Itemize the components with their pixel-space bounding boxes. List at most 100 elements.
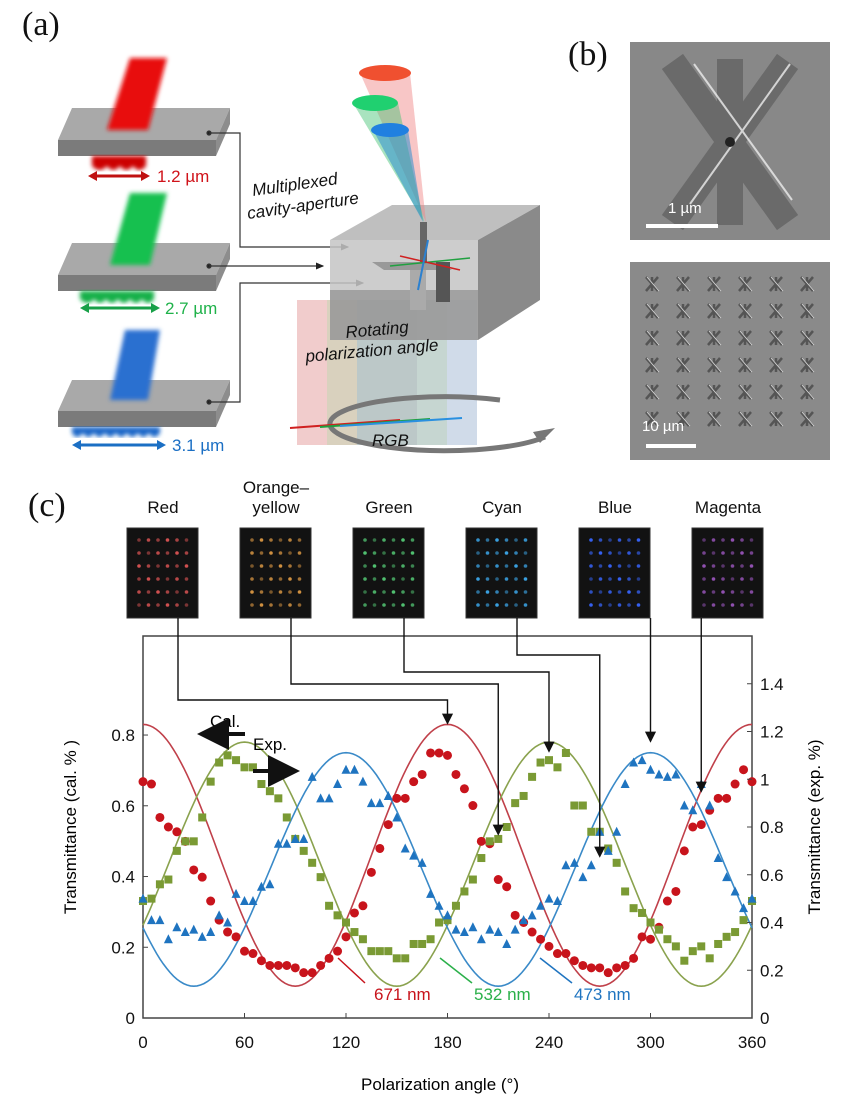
exp-point-473nm — [654, 769, 664, 779]
x-tick-label: 180 — [433, 1033, 461, 1052]
swatch-dot — [476, 538, 480, 542]
swatch-dot — [523, 603, 528, 607]
swatch-dot — [617, 603, 622, 607]
exp-point-473nm — [392, 812, 402, 822]
swatch-dot — [504, 538, 509, 542]
swatch-dot — [175, 538, 179, 542]
exp-point-532nm — [172, 846, 181, 855]
swatch-dot — [627, 590, 631, 594]
pointer-671nm — [337, 957, 366, 984]
swatch-dot — [749, 551, 754, 555]
swatch-dot — [636, 577, 641, 581]
exp-point-671nm — [561, 949, 571, 959]
exp-point-671nm — [189, 865, 199, 875]
exp-point-671nm — [688, 822, 698, 832]
exp-point-532nm — [215, 758, 224, 767]
exp-point-473nm — [552, 896, 562, 906]
swatch-dot — [636, 551, 641, 555]
y-right-tick-label: 0 — [760, 1009, 769, 1028]
exp-point-473nm — [409, 850, 419, 860]
swatch-dot — [721, 590, 725, 594]
swatch-dot — [391, 603, 396, 607]
swatch-arrow-undefined — [403, 618, 555, 753]
swatch-dot — [598, 603, 603, 607]
exp-point-473nm — [476, 934, 486, 944]
slab-blue — [58, 330, 230, 437]
exp-point-671nm — [307, 968, 317, 978]
exp-point-473nm — [231, 888, 241, 898]
exp-point-473nm — [316, 793, 326, 803]
exp-point-671nm — [248, 949, 258, 959]
swatch-dot — [288, 564, 292, 568]
exp-point-671nm — [459, 784, 469, 794]
swatch-dot — [382, 564, 386, 568]
swatch-dot — [627, 564, 631, 568]
exp-point-671nm — [341, 932, 351, 942]
swatch-dot — [721, 564, 725, 568]
swatch-dot — [410, 551, 415, 555]
swatch-dot — [184, 538, 189, 542]
swatch-dot — [288, 551, 292, 555]
exp-point-671nm — [231, 932, 241, 942]
sem-aperture — [800, 330, 814, 346]
exp-point-532nm — [663, 935, 672, 944]
exp-point-473nm — [307, 771, 317, 781]
exp-point-671nm — [324, 953, 334, 963]
exp-point-532nm — [375, 947, 384, 956]
swatch-dot — [598, 577, 603, 581]
exp-point-532nm — [401, 954, 410, 963]
swatch-dot — [617, 551, 622, 555]
x-axis-label: Polarization angle (°) — [361, 1075, 519, 1094]
sem-aperture — [676, 303, 690, 319]
exp-point-532nm — [451, 901, 460, 910]
swatch-dot — [372, 577, 377, 581]
calculated-curve-532nm — [142, 741, 753, 988]
swatch-dot — [269, 564, 273, 568]
swatch-dot — [391, 564, 396, 568]
exp-point-532nm — [333, 911, 342, 920]
sem-aperture — [645, 411, 659, 427]
swatch-dot — [401, 564, 405, 568]
exp-point-473nm — [629, 757, 639, 767]
swatch-dot — [740, 551, 744, 555]
swatch-dot — [410, 603, 415, 607]
swatch-dot — [476, 603, 480, 607]
swatch-dot — [363, 564, 367, 568]
period-label-green: 2.7 µm — [165, 299, 217, 318]
sem-aperture — [707, 384, 721, 400]
period-label-blue: 3.1 µm — [172, 436, 224, 455]
exp-point-671nm — [299, 968, 309, 978]
color-swatch-image — [578, 527, 651, 619]
swatch-dot — [608, 551, 612, 555]
y-right-tick-label: 0.4 — [760, 914, 784, 933]
sem-aperture — [707, 330, 721, 346]
exp-point-473nm — [366, 798, 376, 808]
swatch-dot — [278, 538, 283, 542]
sem-aperture — [676, 330, 690, 346]
exp-point-671nm — [223, 927, 233, 937]
exp-point-532nm — [198, 813, 207, 822]
exp-point-532nm — [435, 918, 444, 927]
exp-point-473nm — [679, 800, 689, 810]
color-swatch-image — [352, 527, 425, 619]
swatch-dot — [156, 564, 160, 568]
swatch-dot — [184, 577, 189, 581]
exp-point-671nm — [586, 963, 596, 973]
swatch-dot — [523, 577, 528, 581]
swatch-dot — [636, 590, 641, 594]
exp-point-532nm — [621, 887, 630, 896]
sem-aperture — [800, 384, 814, 400]
sem-aperture — [800, 303, 814, 319]
swatch-dot — [410, 590, 415, 594]
swatch-dot — [485, 603, 490, 607]
exp-point-671nm — [536, 934, 546, 944]
scale-bar-label-10um: 10 µm — [642, 418, 684, 435]
swatch-dot — [476, 551, 480, 555]
exp-point-671nm — [358, 901, 368, 911]
swatch-dot — [184, 590, 189, 594]
swatch-dot — [627, 538, 631, 542]
exp-point-671nm — [290, 963, 300, 973]
exp-point-671nm — [146, 779, 156, 789]
swatch-dot — [608, 590, 612, 594]
